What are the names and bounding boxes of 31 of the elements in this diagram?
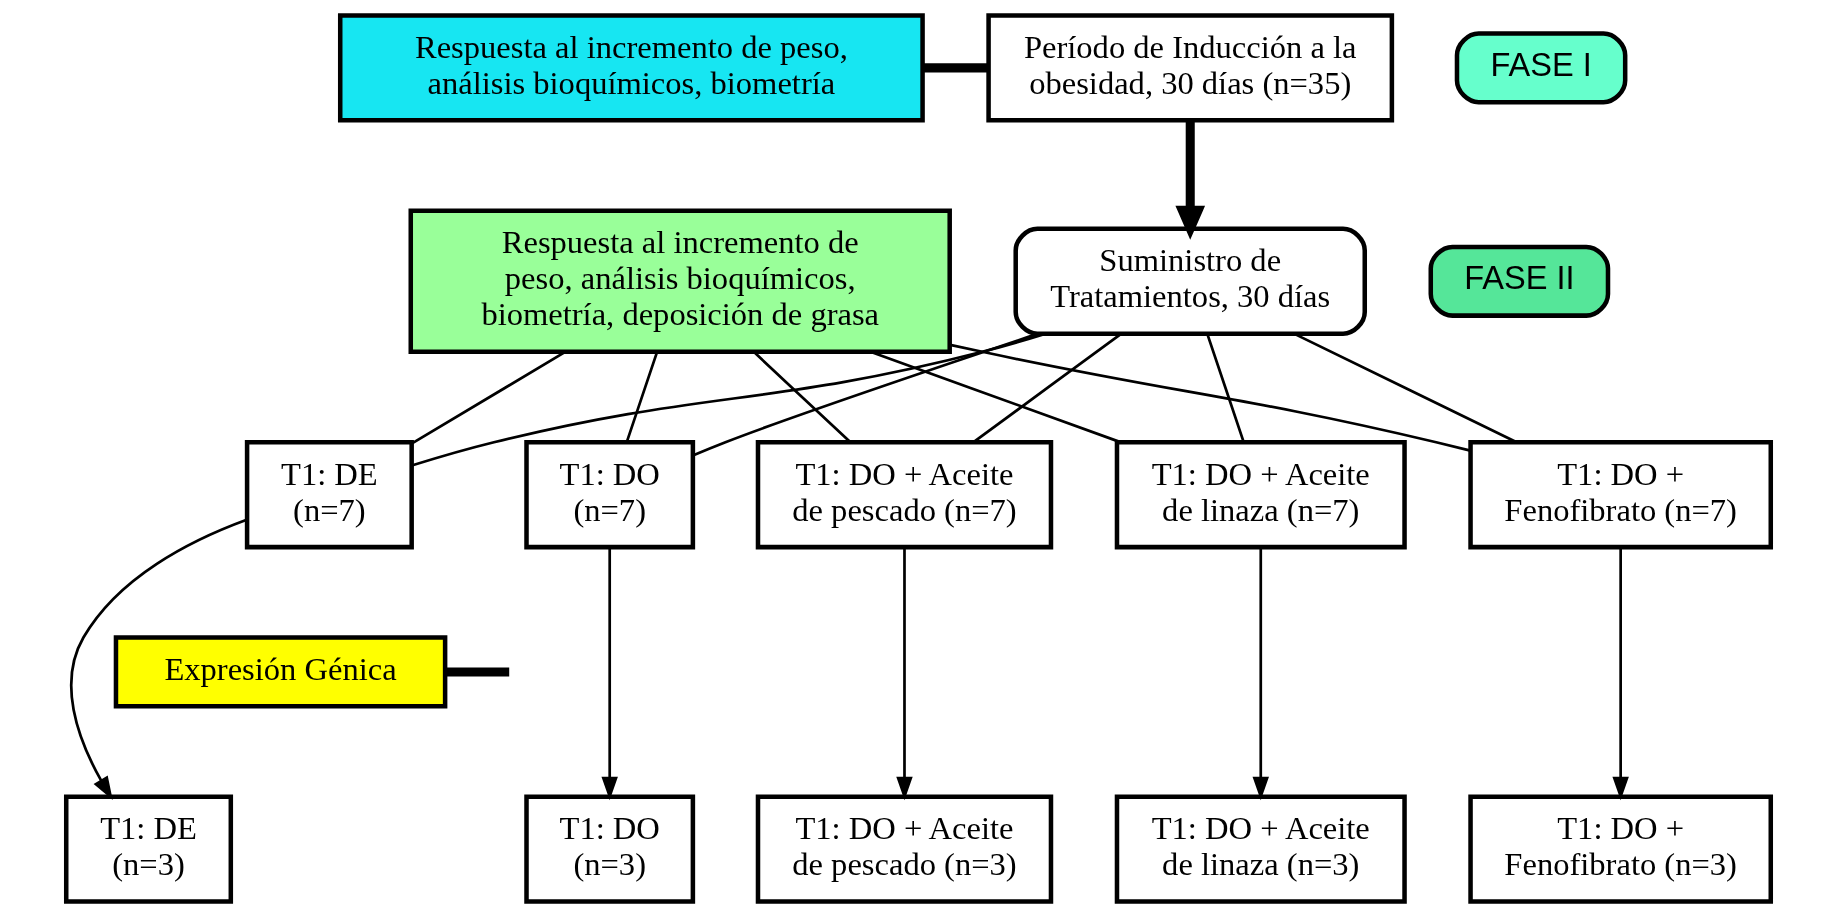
node-box: T1: DO (n=7)	[523, 439, 695, 550]
connector	[922, 63, 988, 73]
node-box: T1: DO + Aceite de linaza (n=3)	[1114, 794, 1407, 904]
arrow	[600, 547, 618, 801]
node-box: Suministro de Tratamientos, 30 días	[1012, 226, 1367, 336]
node-box: Respuesta al incremento de peso, análisis bioquímicos, biometría	[337, 13, 925, 123]
node-box: T1: DE (n=3)	[63, 794, 233, 904]
arrow	[895, 547, 913, 801]
connector	[692, 332, 1038, 457]
arrow	[69, 518, 247, 800]
connector	[445, 667, 509, 677]
node-box: T1: DO + Fenofibrato (n=3)	[1467, 794, 1773, 904]
connector	[410, 332, 1045, 467]
node-box: Respuesta al incremento de peso, análisis bioquímicos, biometría, deposición de grasa	[408, 208, 952, 355]
node-box: FASE II	[1428, 244, 1610, 318]
arrow	[1611, 547, 1629, 801]
node-box: T1: DO + Fenofibrato (n=7)	[1467, 439, 1773, 550]
node-box: T1: DO (n=3)	[523, 794, 695, 904]
connector	[949, 343, 1471, 452]
connector	[752, 351, 851, 443]
arrow	[1174, 120, 1205, 240]
node-box: T1: DE (n=7)	[244, 439, 414, 550]
node-box: Expresión Génica	[113, 635, 447, 709]
connector	[1205, 333, 1245, 443]
connector	[625, 351, 658, 443]
node-box: Período de Inducción a la obesidad, 30 días (n=35)	[985, 13, 1394, 123]
node-box: T1: DO + Aceite de pescado (n=7)	[755, 439, 1053, 550]
arrow	[1252, 547, 1269, 801]
node-box: T1: DO + Aceite de pescado (n=3)	[755, 794, 1053, 904]
node-box: FASE I	[1454, 31, 1627, 105]
node-box: T1: DO + Aceite de linaza (n=7)	[1114, 439, 1407, 550]
